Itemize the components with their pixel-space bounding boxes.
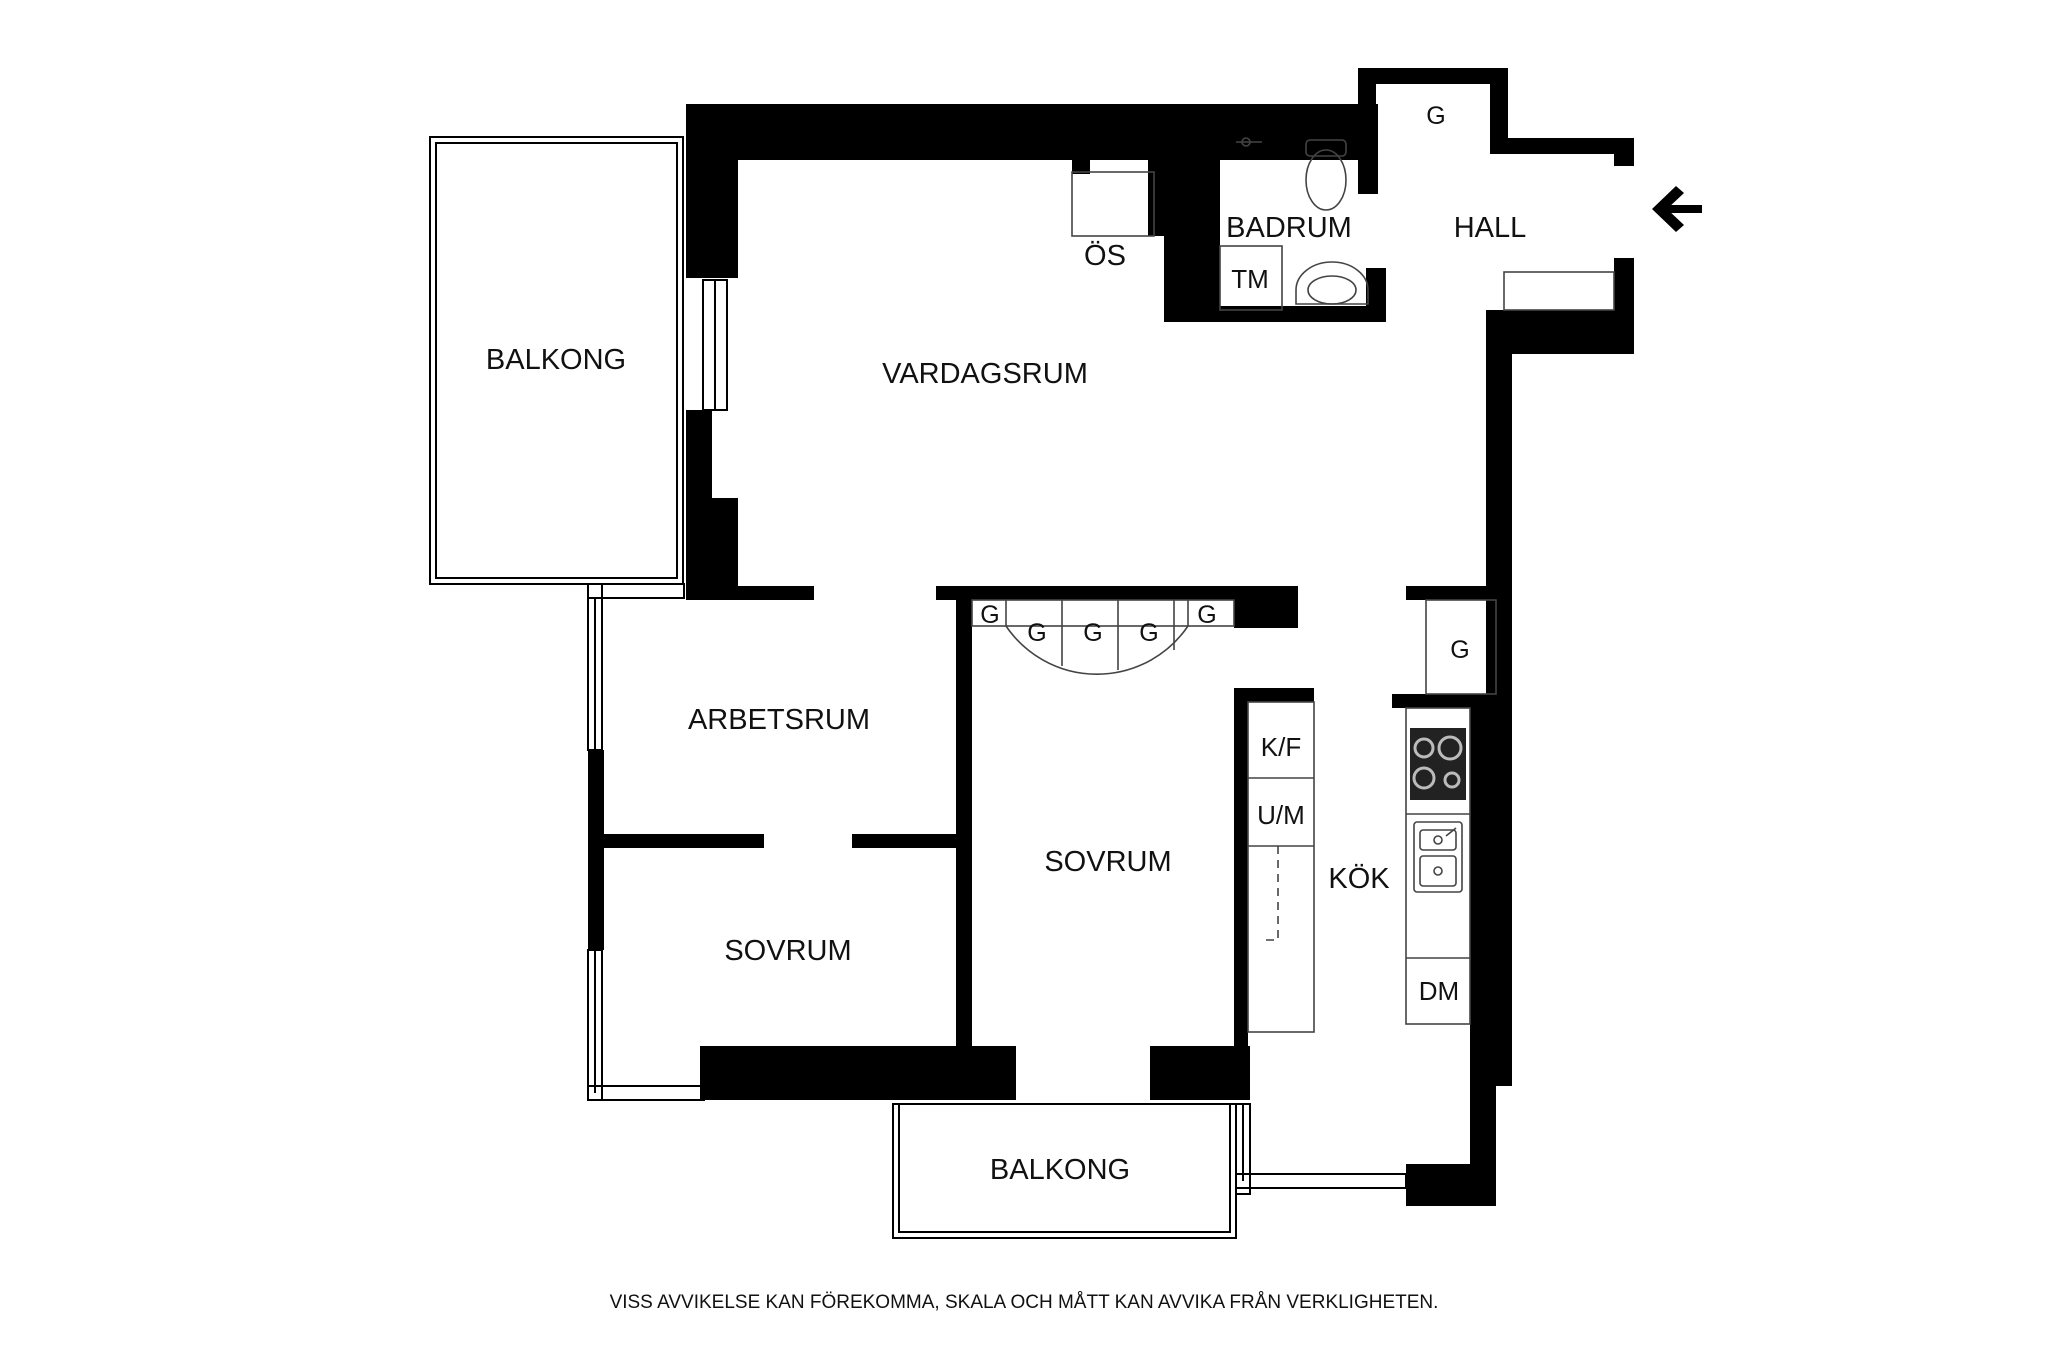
wardrobe-label: G xyxy=(1027,619,1046,647)
sink-icon xyxy=(1413,821,1463,893)
stove-icon xyxy=(1410,728,1466,800)
os-cabinet xyxy=(1071,171,1155,237)
badrum-label: BADRUM xyxy=(1226,212,1352,244)
kf-label: K/F xyxy=(1261,732,1301,762)
balkong-south-label: BALKONG xyxy=(990,1154,1130,1186)
kitchen-fixtures xyxy=(1247,599,1497,1033)
dm-label: DM xyxy=(1419,976,1459,1006)
um-label: U/M xyxy=(1257,800,1305,830)
hall-closet-label: G xyxy=(1426,102,1445,130)
wardrobe-label: G xyxy=(1197,601,1216,629)
arbetsrum-label: ARBETSRUM xyxy=(688,704,870,736)
sovrum-small-label: SOVRUM xyxy=(724,935,851,967)
balkong-west-label: BALKONG xyxy=(486,344,626,376)
kitchen-closet-label: G xyxy=(1450,636,1469,664)
hall-bench xyxy=(1503,271,1615,311)
wardrobe-row xyxy=(971,599,1235,675)
vardagsrum-label: VARDAGSRUM xyxy=(882,358,1088,390)
disclaimer-text: VISS AVVIKELSE KAN FÖREKOMMA, SKALA OCH … xyxy=(610,1292,1439,1313)
washbasin-icon xyxy=(1295,261,1369,305)
wardrobe-label: G xyxy=(980,601,999,629)
hall-label: HALL xyxy=(1454,212,1527,244)
wardrobe-label: G xyxy=(1083,619,1102,647)
entrance-arrow-icon xyxy=(1652,186,1702,232)
bathroom-fixtures xyxy=(1219,137,1369,311)
wardrobe-label: G xyxy=(1139,619,1158,647)
os-label: ÖS xyxy=(1084,240,1126,272)
walls xyxy=(588,68,1634,1206)
tm-label: TM xyxy=(1231,264,1269,294)
sovrum-large-label: SOVRUM xyxy=(1044,846,1171,878)
balcony-west xyxy=(429,136,684,585)
shower-icon xyxy=(1236,137,1262,147)
toilet-icon xyxy=(1305,139,1347,211)
kok-label: KÖK xyxy=(1328,863,1390,895)
